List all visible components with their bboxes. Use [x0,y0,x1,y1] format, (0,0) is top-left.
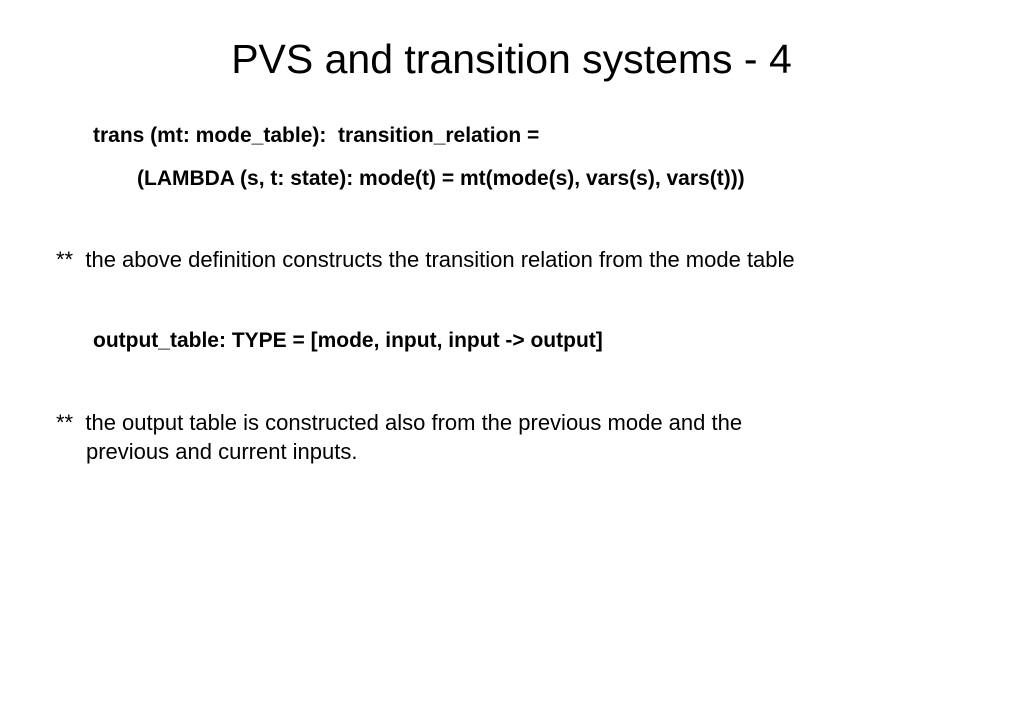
trans-definition-line-2: (LAMBDA (s, t: state): mode(t) = mt(mode… [137,167,745,190]
note-output-table-line-2: previous and current inputs. [86,439,358,464]
note-output-table-line-1: ** the output table is constructed also … [56,410,743,435]
output-table-type-definition: output_table: TYPE = [mode, input, input… [93,329,603,352]
trans-definition-line-1: trans (mt: mode_table): transition_relat… [93,124,540,147]
note-transition-relation: ** the above definition constructs the t… [56,247,795,272]
slide-title: PVS and transition systems - 4 [231,36,792,82]
